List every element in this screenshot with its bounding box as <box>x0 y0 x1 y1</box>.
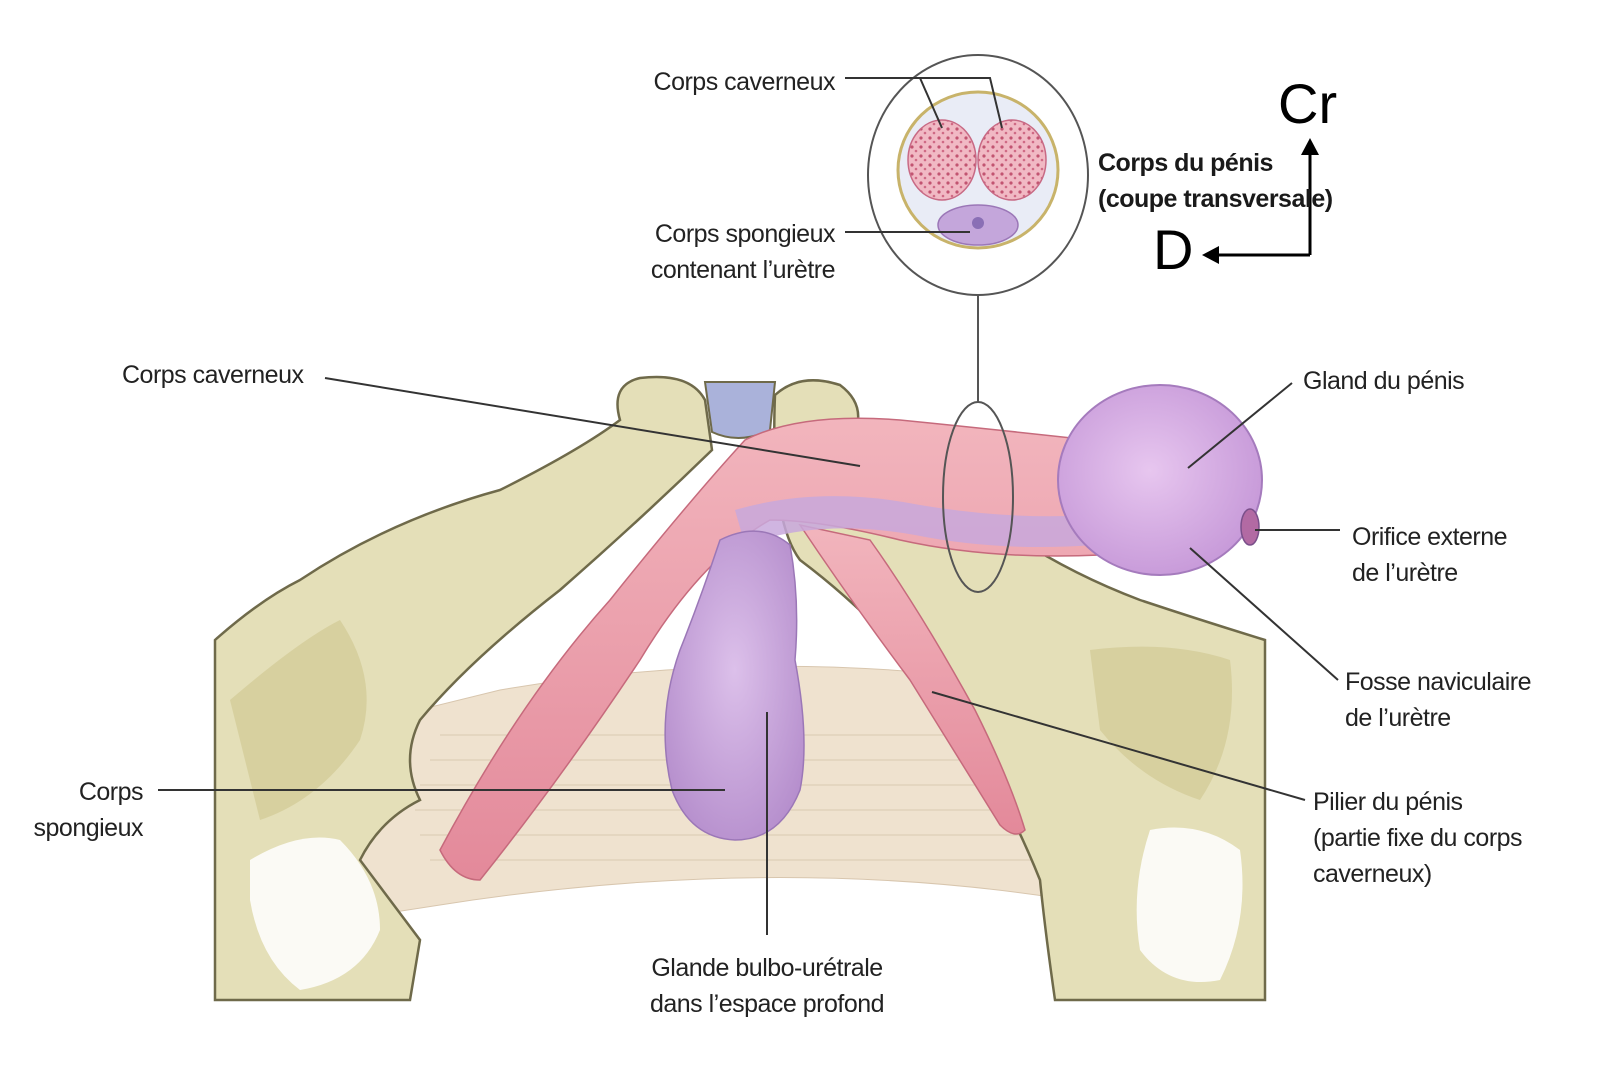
bone-shadow-right <box>1090 646 1232 800</box>
bone-highlight-left <box>250 837 380 990</box>
cross-section-cavernous-right <box>977 119 1047 201</box>
label-corps-caverneux-top: Corps caverneux <box>653 68 836 96</box>
urethral-orifice <box>1240 508 1260 546</box>
label-corps-spongieux-left: Corps spongieux <box>33 778 144 842</box>
orientation-cranial-label: Cr <box>1278 72 1338 135</box>
label-corps-caverneux-left: Corps caverneux <box>122 361 304 389</box>
glans-penis <box>1057 384 1263 576</box>
pubic-symphysis <box>703 381 777 439</box>
orientation-dorsal-label: D <box>1153 218 1194 281</box>
cross-section-urethra <box>972 217 984 229</box>
label-pilier: Pilier du pénis (partie fixe du corps ca… <box>1313 788 1523 888</box>
orientation-indicator <box>1202 138 1319 264</box>
label-coupe-transversale: Corps du pénis (coupe transversale) <box>1098 149 1333 213</box>
cross-section-cavernous-left <box>907 119 977 201</box>
label-glande: Glande bulbo-urétrale dans l’espace prof… <box>649 954 885 1018</box>
label-orifice: Orifice externe de l’urètre <box>1352 523 1508 587</box>
label-corps-spongieux-top: Corps spongieux contenant l’urètre <box>650 220 836 284</box>
bone-shadow-left <box>230 620 367 820</box>
bone-highlight-right <box>1136 827 1243 982</box>
corpus-spongiosum-shaft <box>735 496 1095 548</box>
crus-right <box>798 523 1026 835</box>
label-gland: Gland du pénis <box>1303 367 1465 395</box>
leader-lines <box>158 77 1340 935</box>
label-fosse: Fosse naviculaire de l’urètre <box>1345 668 1532 732</box>
